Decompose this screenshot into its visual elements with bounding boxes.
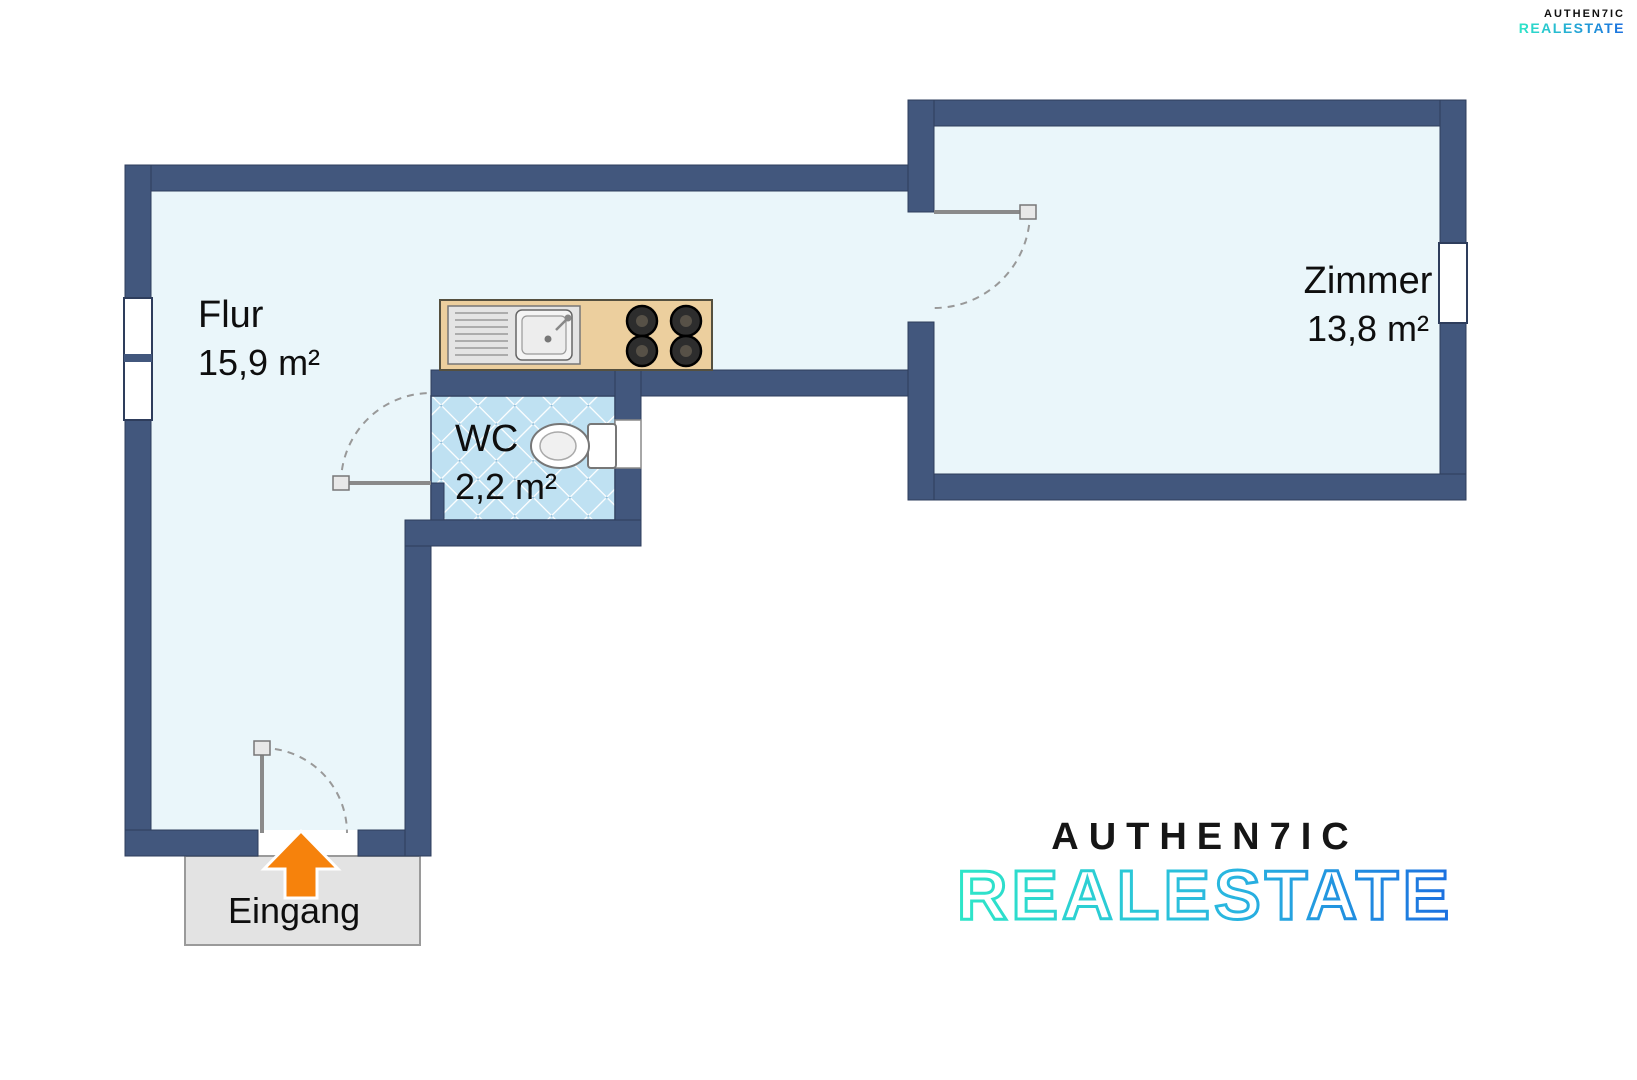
wall — [124, 164, 935, 192]
wall — [404, 519, 642, 547]
room-area: 2,2 m² — [455, 465, 558, 507]
brand-logo-small: AUTHEN7IC REALESTATE — [1519, 8, 1625, 36]
entrance-label: Eingang — [228, 890, 361, 931]
windows — [123, 242, 1468, 469]
door-hinge — [332, 475, 350, 491]
zimmer-door — [933, 204, 1037, 309]
flur-label: Flur 15,9 m² — [198, 292, 320, 385]
flur-floor — [151, 191, 934, 830]
wall — [124, 164, 152, 857]
wall — [404, 519, 432, 857]
room-area: 15,9 m² — [198, 341, 321, 383]
door-swing-arc — [340, 392, 432, 484]
doors — [253, 204, 1037, 834]
room-name: WC — [455, 418, 519, 460]
room-name: Flur — [198, 294, 264, 336]
wc-door — [332, 392, 432, 491]
wall — [430, 369, 909, 397]
wc-label: WC 2,2 m² — [455, 416, 557, 509]
room-area: 13,8 m² — [1306, 307, 1430, 349]
stove-icon — [625, 304, 703, 368]
wall — [907, 99, 935, 213]
walls — [124, 99, 1467, 857]
burner — [625, 304, 659, 338]
door-swing-arc — [933, 211, 1031, 309]
wall — [124, 829, 259, 857]
kitchen-counter — [439, 299, 713, 371]
zimmer-label: Zimmer 13,8 m² — [1283, 258, 1453, 351]
brand-line2: REALESTATE — [957, 856, 1453, 934]
wall — [907, 99, 1467, 127]
toilet-icon — [530, 423, 617, 469]
room-name: Zimmer — [1303, 260, 1433, 302]
door-swing-arc — [261, 747, 348, 834]
brand-line2: REALESTATE — [1519, 20, 1625, 36]
wall — [907, 321, 935, 501]
sink-icon — [447, 305, 581, 365]
door-hinge — [1019, 204, 1037, 220]
brand-logo-large: AUTHEN7IC REALESTATE — [955, 816, 1453, 936]
burner — [625, 334, 659, 368]
window-wc — [614, 419, 642, 469]
window-flur — [123, 297, 153, 421]
burner — [669, 334, 703, 368]
entrance-arrow-icon — [260, 828, 342, 900]
brand-line1: AUTHEN7IC — [1544, 8, 1625, 20]
window-zimmer — [1438, 242, 1468, 324]
wall — [907, 473, 1467, 501]
burner — [669, 304, 703, 338]
brand-line1: AUTHEN7IC — [1051, 816, 1358, 858]
entrance-door — [253, 740, 348, 834]
zimmer-floor — [934, 126, 1440, 474]
door-hinge — [253, 740, 271, 756]
